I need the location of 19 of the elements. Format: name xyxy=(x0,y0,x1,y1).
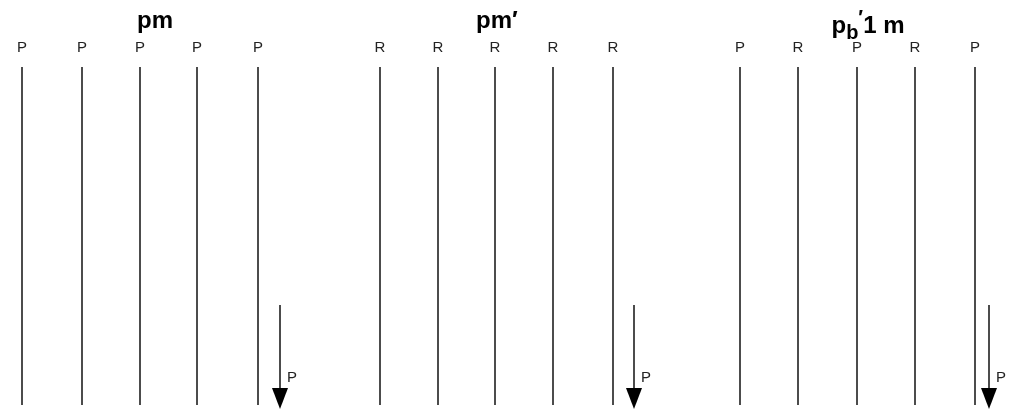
letter-label: R xyxy=(547,38,559,55)
letter-label: P xyxy=(192,38,202,55)
letter-label: R xyxy=(489,38,501,55)
letter-label: R xyxy=(607,38,619,55)
group-title: pm xyxy=(137,6,173,34)
letter-label: R xyxy=(792,38,804,55)
letter-label: R xyxy=(432,38,444,55)
letter-label: P xyxy=(17,38,27,55)
letter-label: P xyxy=(253,38,263,55)
letter-label: R xyxy=(374,38,386,55)
letter-label: P xyxy=(135,38,145,55)
letter-label: P xyxy=(77,38,87,55)
arrow-label: P xyxy=(641,368,651,385)
letter-label: P xyxy=(970,38,980,55)
group-title: pm′ xyxy=(476,6,518,34)
arrow-label: P xyxy=(996,368,1006,385)
letter-label: R xyxy=(909,38,921,55)
letter-label: P xyxy=(735,38,745,55)
arrow-label: P xyxy=(287,368,297,385)
